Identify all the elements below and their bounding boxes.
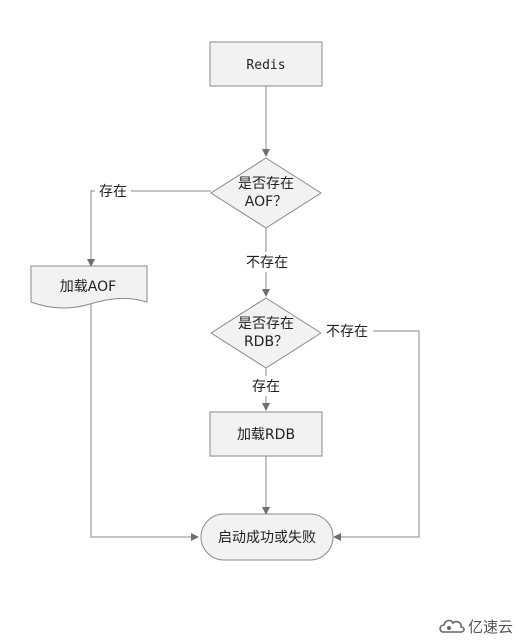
node-check-aof: 是否存在 AOF？ bbox=[210, 157, 322, 229]
node-check-aof-line1: 是否存在 bbox=[238, 176, 294, 192]
edge-label-rdb-exists: 存在 bbox=[252, 379, 280, 395]
node-load-rdb-label: 加载RDB bbox=[237, 427, 295, 443]
edge-label-aof-exists: 存在 bbox=[99, 184, 127, 200]
node-redis-label: Redis bbox=[246, 58, 285, 73]
watermark-text: 亿速云 bbox=[468, 618, 513, 636]
node-redis: Redis bbox=[209, 41, 323, 87]
edge-aof-exists bbox=[87, 190, 211, 267]
edge-load-aof-to-result bbox=[90, 300, 199, 541]
node-check-aof-line2: AOF？ bbox=[245, 194, 287, 210]
edge-rdb-not-exists bbox=[321, 330, 420, 541]
node-load-aof: 加载AOF bbox=[30, 265, 148, 309]
node-result-label: 启动成功或失败 bbox=[218, 530, 316, 546]
node-load-rdb: 加载RDB bbox=[209, 411, 323, 457]
node-check-rdb: 是否存在 RDB？ bbox=[210, 297, 322, 369]
edge-label-aof-not-exists: 不存在 bbox=[246, 255, 288, 271]
node-load-aof-label: 加载AOF bbox=[60, 279, 116, 295]
edge-labels: 存在 不存在 存在 不存在 bbox=[95, 181, 373, 396]
watermark: 亿速云 bbox=[439, 618, 513, 636]
node-check-rdb-line2: RDB？ bbox=[244, 334, 288, 350]
node-result: 启动成功或失败 bbox=[200, 513, 334, 561]
node-check-rdb-line1: 是否存在 bbox=[238, 316, 294, 332]
cloud-logo-icon bbox=[439, 619, 465, 633]
edge-label-rdb-not-exists: 不存在 bbox=[326, 324, 368, 340]
